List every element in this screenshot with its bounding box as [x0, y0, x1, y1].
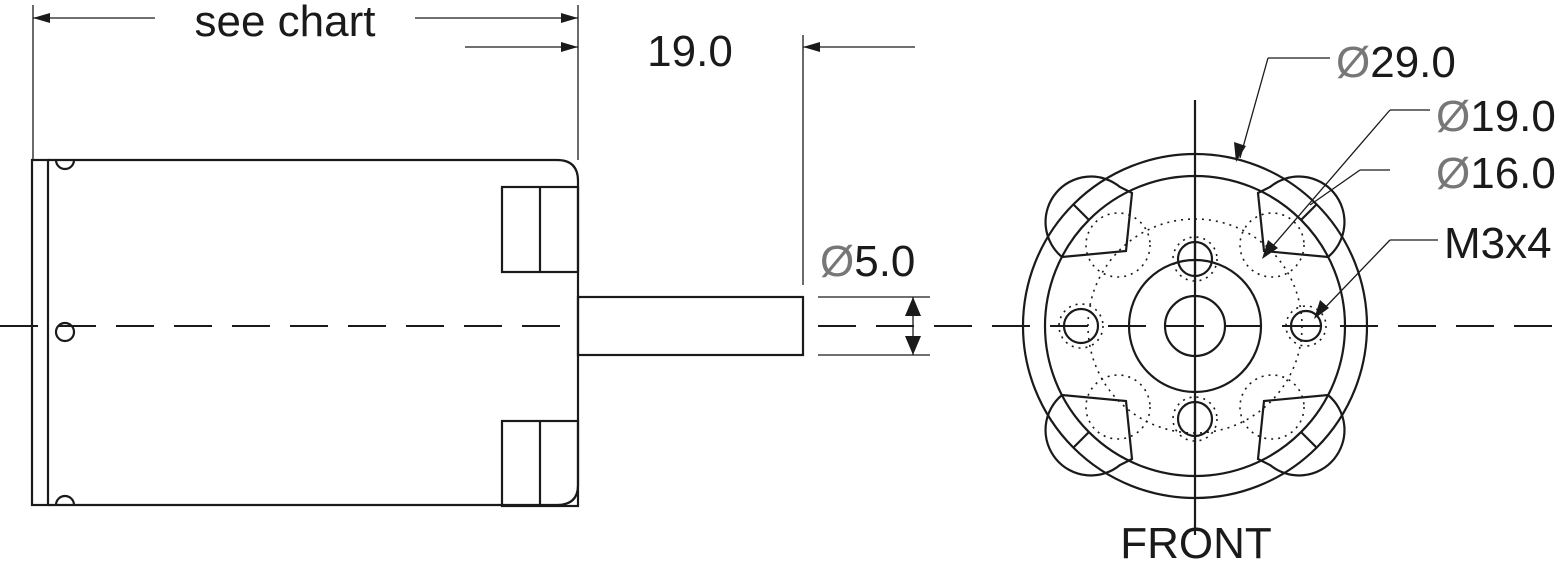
m3-hole-left	[1062, 307, 1100, 345]
flange-hole-center	[54, 321, 76, 343]
flange-notch-bottom	[54, 494, 76, 506]
front-view	[1021, 152, 1369, 500]
shaft-length-label: 19.0	[647, 27, 733, 76]
motor-body-outline	[48, 158, 580, 507]
outer-circle	[1021, 152, 1369, 500]
hub-diameter-label: Ø16.0	[1436, 149, 1556, 198]
dimension-shaft-diameter: Ø5.0	[818, 237, 930, 356]
inner-rim-circle	[1043, 174, 1347, 478]
thread-spec-label: M3x4	[1444, 219, 1552, 268]
centerlines	[0, 100, 1566, 535]
lobe-top-right	[1256, 175, 1346, 259]
lobe-bottom-left	[1044, 393, 1134, 477]
m3-hole-right	[1289, 309, 1323, 343]
leader-bolt-circle-diameter: Ø19.0	[1262, 92, 1556, 259]
outer-diameter-label: Ø29.0	[1336, 38, 1456, 87]
body-length-label: see chart	[195, 0, 376, 46]
leader-hub-diameter: Ø16.0	[1309, 149, 1556, 206]
side-view	[30, 158, 805, 508]
output-shaft	[576, 295, 805, 357]
flange-notch-top	[54, 159, 76, 171]
leader-outer-diameter: Ø29.0	[1234, 38, 1456, 162]
dimension-shaft-length: 19.0	[465, 27, 915, 285]
lobe-bottom-right	[1256, 393, 1346, 477]
shaft-diameter-label: Ø5.0	[820, 237, 915, 286]
front-view-label: FRONT	[1120, 519, 1272, 562]
bolt-circle-dotted	[1087, 218, 1303, 434]
leader-thread-spec: M3x4	[1314, 219, 1552, 319]
lobe-top-left	[1044, 175, 1134, 259]
rear-flange-plate	[30, 158, 50, 507]
bolt-circle-diameter-label: Ø19.0	[1436, 92, 1556, 141]
shaft-circle	[1163, 294, 1227, 358]
dimension-body-length: see chart	[32, 0, 579, 160]
